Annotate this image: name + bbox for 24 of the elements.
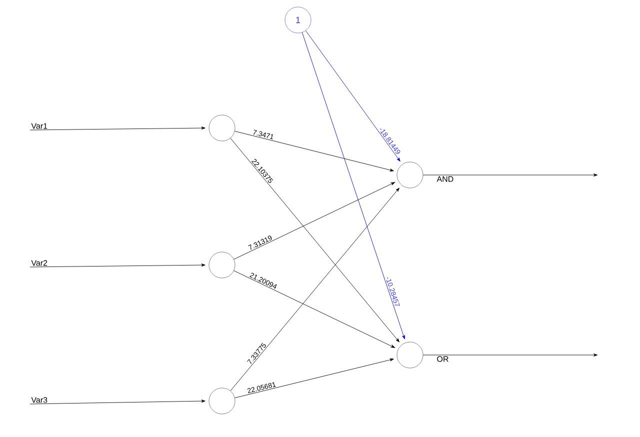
input-label: Var2 bbox=[31, 260, 48, 266]
arrow bbox=[30, 264, 206, 268]
arrow bbox=[30, 126, 206, 130]
input-label: Var3 bbox=[31, 397, 48, 403]
neuron-circle bbox=[396, 342, 424, 368]
neuron-circle bbox=[208, 114, 236, 142]
arrow bbox=[234, 358, 394, 398]
arrow bbox=[230, 188, 400, 392]
arrow bbox=[234, 270, 395, 348]
input-label: Var1 bbox=[31, 123, 48, 129]
neuron-circle bbox=[208, 388, 236, 414]
bias-node: 1 bbox=[284, 6, 312, 34]
neuron-circle bbox=[396, 162, 424, 188]
neuron-circle bbox=[208, 252, 236, 278]
arrow bbox=[30, 400, 206, 404]
arrow bbox=[422, 354, 598, 356]
output-label: AND bbox=[436, 176, 454, 182]
arrow bbox=[422, 174, 598, 176]
arrow bbox=[230, 138, 400, 342]
arrow bbox=[234, 130, 394, 172]
arrow bbox=[306, 30, 400, 162]
arrow bbox=[234, 182, 395, 260]
output-label: OR bbox=[437, 356, 448, 362]
arrow bbox=[302, 32, 405, 340]
